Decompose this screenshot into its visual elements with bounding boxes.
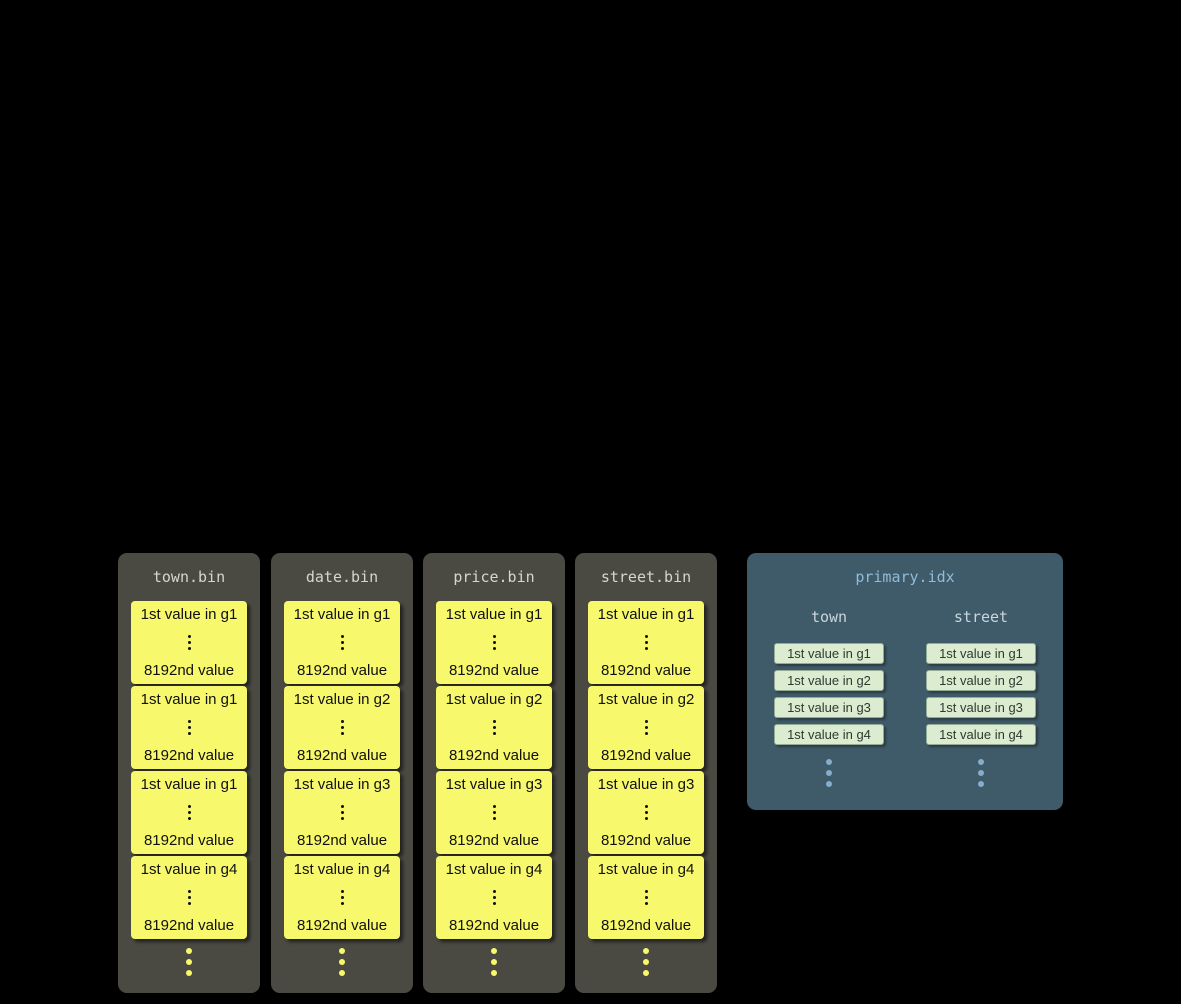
vertical-ellipsis-icon: [187, 890, 191, 905]
granule-last-value: 8192nd value: [296, 832, 388, 849]
more-granules-ellipsis-icon: [489, 948, 499, 976]
granule-block: 1st value in g2 8192nd value: [588, 686, 704, 769]
granule-last-value: 8192nd value: [448, 662, 540, 679]
vertical-ellipsis-icon: [187, 805, 191, 820]
granule-last-value: 8192nd value: [296, 917, 388, 934]
primary-index-panel: primary.idx town 1st value in g1 1st val…: [747, 553, 1063, 810]
granule-first-value: 1st value in g1: [293, 606, 391, 623]
vertical-ellipsis-icon: [340, 635, 344, 650]
granule-first-value: 1st value in g4: [140, 861, 238, 878]
granule-block: 1st value in g4 8192nd value: [436, 856, 552, 939]
bin-file-street: street.bin 1st value in g1 8192nd value …: [575, 553, 717, 993]
granule-first-value: 1st value in g3: [597, 776, 695, 793]
granule-last-value: 8192nd value: [143, 747, 235, 764]
vertical-ellipsis-icon: [340, 720, 344, 735]
granule-block: 1st value in g3 8192nd value: [284, 771, 400, 854]
vertical-ellipsis-icon: [340, 805, 344, 820]
granule-last-value: 8192nd value: [600, 747, 692, 764]
vertical-ellipsis-icon: [187, 635, 191, 650]
bin-file-title: street.bin: [600, 568, 692, 586]
vertical-ellipsis-icon: [492, 890, 496, 905]
granule-first-value: 1st value in g4: [293, 861, 391, 878]
granule-first-value: 1st value in g1: [140, 691, 238, 708]
granule-first-value: 1st value in g1: [445, 606, 543, 623]
index-entry: 1st value in g4: [926, 724, 1036, 745]
granule-first-value: 1st value in g2: [293, 691, 391, 708]
granule-last-value: 8192nd value: [143, 662, 235, 679]
granule-block: 1st value in g3 8192nd value: [588, 771, 704, 854]
more-granules-ellipsis-icon: [337, 948, 347, 976]
vertical-ellipsis-icon: [492, 805, 496, 820]
granule-block: 1st value in g4 8192nd value: [284, 856, 400, 939]
index-entry: 1st value in g1: [774, 643, 884, 664]
granule-block: 1st value in g2 8192nd value: [284, 686, 400, 769]
granule-block: 1st value in g4 8192nd value: [588, 856, 704, 939]
bin-file-title: town.bin: [152, 568, 226, 586]
granule-first-value: 1st value in g4: [597, 861, 695, 878]
bin-file-title: price.bin: [453, 568, 535, 586]
granule-first-value: 1st value in g1: [140, 776, 238, 793]
granule-last-value: 8192nd value: [448, 747, 540, 764]
granule-block: 1st value in g1 8192nd value: [131, 601, 247, 684]
index-entry: 1st value in g1: [926, 643, 1036, 664]
more-entries-ellipsis-icon: [978, 759, 984, 787]
granule-block: 1st value in g2 8192nd value: [436, 686, 552, 769]
vertical-ellipsis-icon: [644, 890, 648, 905]
granule-block: 1st value in g1 8192nd value: [131, 686, 247, 769]
bin-file-price: price.bin 1st value in g1 8192nd value 1…: [423, 553, 565, 993]
index-column-town: town 1st value in g1 1st value in g2 1st…: [774, 608, 884, 787]
granule-block: 1st value in g1 8192nd value: [131, 771, 247, 854]
primary-index-columns: town 1st value in g1 1st value in g2 1st…: [747, 608, 1063, 787]
granule-blocks: 1st value in g1 8192nd value 1st value i…: [271, 601, 413, 939]
vertical-ellipsis-icon: [492, 635, 496, 650]
index-column-street: street 1st value in g1 1st value in g2 1…: [926, 608, 1036, 787]
index-entry: 1st value in g2: [926, 670, 1036, 691]
granule-last-value: 8192nd value: [600, 832, 692, 849]
granule-block: 1st value in g1 8192nd value: [284, 601, 400, 684]
granule-last-value: 8192nd value: [143, 917, 235, 934]
granule-last-value: 8192nd value: [296, 747, 388, 764]
more-granules-ellipsis-icon: [641, 948, 651, 976]
index-entry: 1st value in g3: [774, 697, 884, 718]
more-entries-ellipsis-icon: [826, 759, 832, 787]
vertical-ellipsis-icon: [187, 720, 191, 735]
bin-file-date: date.bin 1st value in g1 8192nd value 1s…: [271, 553, 413, 993]
granule-first-value: 1st value in g3: [445, 776, 543, 793]
granule-last-value: 8192nd value: [600, 662, 692, 679]
granule-last-value: 8192nd value: [448, 832, 540, 849]
granule-blocks: 1st value in g1 8192nd value 1st value i…: [423, 601, 565, 939]
granule-first-value: 1st value in g1: [140, 606, 238, 623]
vertical-ellipsis-icon: [644, 635, 648, 650]
index-column-header: town: [810, 608, 848, 626]
granule-blocks: 1st value in g1 8192nd value 1st value i…: [575, 601, 717, 939]
index-entry: 1st value in g2: [774, 670, 884, 691]
granule-last-value: 8192nd value: [600, 917, 692, 934]
granule-last-value: 8192nd value: [143, 832, 235, 849]
granule-first-value: 1st value in g2: [597, 691, 695, 708]
vertical-ellipsis-icon: [340, 890, 344, 905]
granule-block: 1st value in g4 8192nd value: [131, 856, 247, 939]
granule-block: 1st value in g1 8192nd value: [588, 601, 704, 684]
granule-first-value: 1st value in g3: [293, 776, 391, 793]
index-column-header: street: [953, 608, 1009, 626]
granule-blocks: 1st value in g1 8192nd value 1st value i…: [118, 601, 260, 939]
granule-first-value: 1st value in g2: [445, 691, 543, 708]
granule-last-value: 8192nd value: [296, 662, 388, 679]
granule-first-value: 1st value in g4: [445, 861, 543, 878]
index-entry: 1st value in g4: [774, 724, 884, 745]
granule-last-value: 8192nd value: [448, 917, 540, 934]
index-entry: 1st value in g3: [926, 697, 1036, 718]
bin-file-title: date.bin: [305, 568, 379, 586]
granule-first-value: 1st value in g1: [597, 606, 695, 623]
vertical-ellipsis-icon: [644, 720, 648, 735]
primary-index-title: primary.idx: [855, 568, 955, 586]
vertical-ellipsis-icon: [644, 805, 648, 820]
granule-block: 1st value in g1 8192nd value: [436, 601, 552, 684]
vertical-ellipsis-icon: [492, 720, 496, 735]
bin-file-town: town.bin 1st value in g1 8192nd value 1s…: [118, 553, 260, 993]
more-granules-ellipsis-icon: [184, 948, 194, 976]
granule-block: 1st value in g3 8192nd value: [436, 771, 552, 854]
